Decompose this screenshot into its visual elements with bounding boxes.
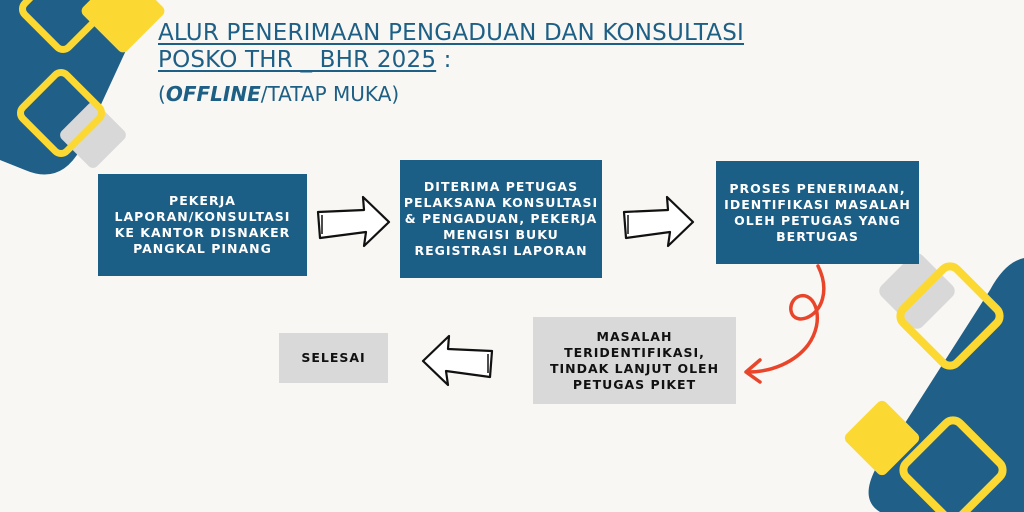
- title-colon: :: [436, 47, 452, 73]
- step-2-box: DITERIMA PETUGAS PELAKSANA KONSULTASI & …: [400, 160, 602, 278]
- subtitle-rest: /TATAP MUKA): [260, 82, 400, 106]
- step-4-text: MASALAH TERIDENTIFIKASI, TINDAK LANJUT O…: [549, 328, 720, 392]
- top-left-yellow-outline-2: [16, 68, 106, 158]
- page-subtitle: (OFFLINE/TATAP MUKA): [158, 82, 399, 106]
- top-left-gray-square: [60, 102, 126, 168]
- bottom-right-yellow-square: [844, 400, 920, 476]
- step-4-box: MASALAH TERIDENTIFIKASI, TINDAK LANJUT O…: [533, 317, 736, 404]
- title-line-1: ALUR PENERIMAAN PENGADUAN DAN KONSULTASI: [158, 20, 745, 46]
- bottom-right-yellow-outline: [896, 262, 1004, 370]
- page-title: ALUR PENERIMAAN PENGADUAN DAN KONSULTASI…: [158, 20, 858, 74]
- subtitle-open-paren: (: [158, 82, 166, 106]
- step-3-box: PROSES PENERIMAAN, IDENTIFIKASI MASALAH …: [716, 161, 919, 264]
- step-3-text: PROSES PENERIMAAN, IDENTIFIKASI MASALAH …: [724, 180, 911, 244]
- top-left-yellow-outline: [18, 0, 108, 54]
- bottom-right-yellow-outline-2: [899, 416, 1007, 512]
- step-2-text: DITERIMA PETUGAS PELAKSANA KONSULTASI & …: [403, 179, 599, 258]
- step-1-text: PEKERJA LAPORAN/KONSULTASI KE KANTOR DIS…: [114, 193, 291, 256]
- step-1-box: PEKERJA LAPORAN/KONSULTASI KE KANTOR DIS…: [98, 174, 307, 276]
- step-5-text: SELESAI: [301, 350, 366, 365]
- title-line-2: POSKO THR _ BHR 2025: [158, 47, 437, 73]
- top-left-yellow-square: [81, 0, 165, 53]
- subtitle-offline: OFFLINE: [165, 82, 261, 106]
- step-5-box: SELESAI: [279, 333, 388, 383]
